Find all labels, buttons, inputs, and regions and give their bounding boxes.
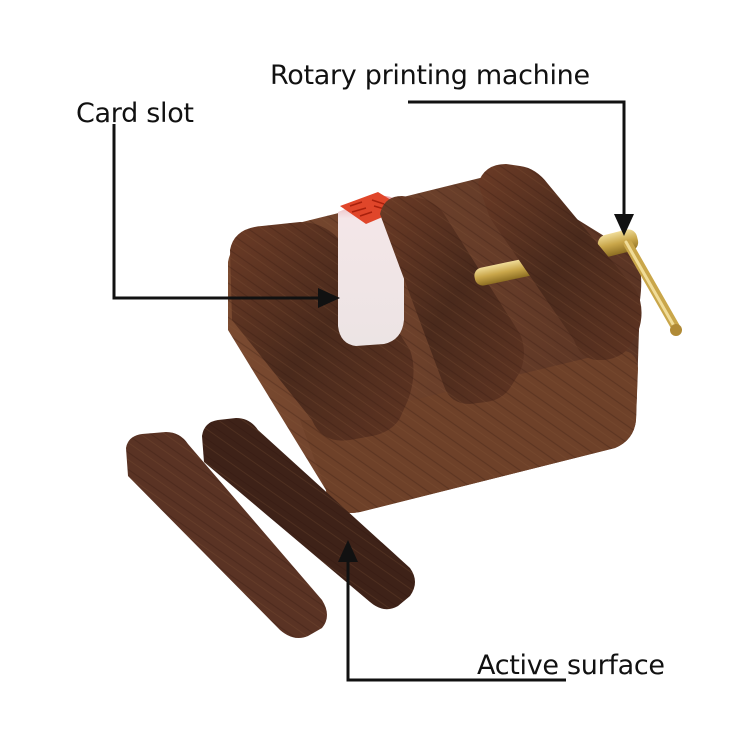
brass-screw xyxy=(474,229,682,336)
right-jaw xyxy=(478,164,642,360)
arrow-card-slot xyxy=(112,124,320,300)
middle-jaw xyxy=(380,196,524,404)
arrowhead-card-slot xyxy=(318,288,340,308)
label-active-surface: Active surface xyxy=(477,650,665,681)
arrow-rotary xyxy=(408,100,626,216)
left-jaw xyxy=(230,222,414,441)
label-card-slot: Card slot xyxy=(76,98,194,129)
label-rotary-printing-machine: Rotary printing machine xyxy=(270,60,590,91)
arrowhead-rotary xyxy=(614,214,634,236)
arrowhead-active-surface xyxy=(338,540,358,562)
loose-pad-left xyxy=(126,432,327,638)
loose-pad-right xyxy=(202,418,415,610)
arrow-active-surface xyxy=(346,560,566,682)
